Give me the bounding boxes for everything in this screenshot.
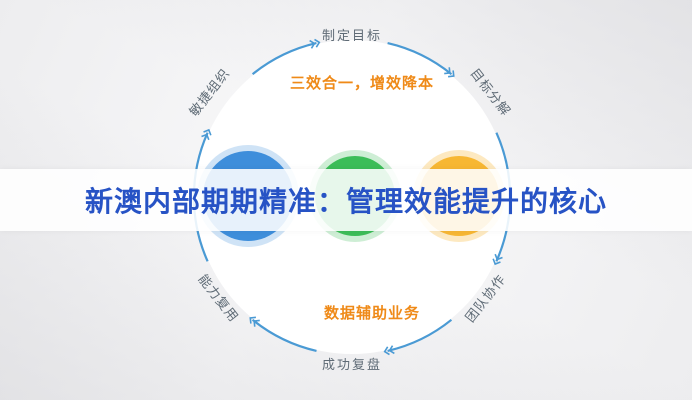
cycle-arc-segment — [249, 316, 317, 352]
headline-title: 新澳内部期期精准：管理效能提升的核心 — [84, 186, 607, 217]
slogan-bottom-text: 数据辅助业务 — [324, 304, 420, 322]
slogan-top-text: 三效合一，增效降本 — [290, 74, 434, 92]
stage-label-set-goals: 制定目标 — [322, 28, 382, 43]
cycle-arc-segment — [383, 318, 453, 356]
cycle-arc-segment — [387, 42, 455, 78]
stage-label-success-review: 成功复盘 — [322, 357, 382, 372]
headline-banner: 新澳内部期期精准：管理效能提升的核心 — [0, 169, 692, 231]
cycle-arc-segment — [251, 38, 321, 76]
